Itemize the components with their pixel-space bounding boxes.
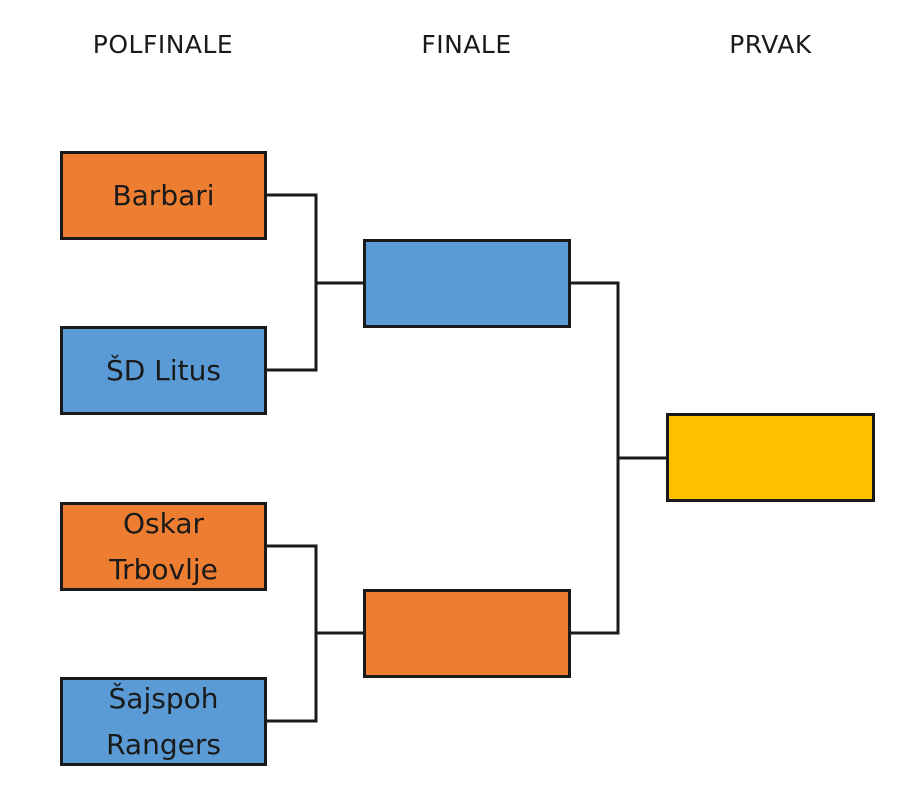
final-slot-1	[363, 239, 571, 328]
team-name: ŠD Litus	[106, 353, 221, 387]
semifinal-team-1: Barbari	[60, 151, 267, 240]
semifinal-team-2: ŠD Litus	[60, 326, 267, 415]
team-name: Šajspoh Rangers	[106, 681, 221, 761]
team-name: Oskar Trbovlje	[109, 506, 218, 586]
connector-semi2-final2	[264, 544, 318, 723]
connector-finals-champion	[568, 281, 620, 635]
connector-semi1-final1	[264, 193, 318, 372]
champion-slot	[666, 413, 875, 502]
team-name: Barbari	[112, 178, 215, 212]
header-semifinal: POLFINALE	[92, 30, 234, 59]
header-final: FINALE	[421, 30, 512, 59]
semifinal-team-4: Šajspoh Rangers	[60, 677, 267, 766]
final-slot-2	[363, 589, 571, 678]
header-champion: PRVAK	[729, 30, 812, 59]
semifinal-team-3: Oskar Trbovlje	[60, 502, 267, 591]
